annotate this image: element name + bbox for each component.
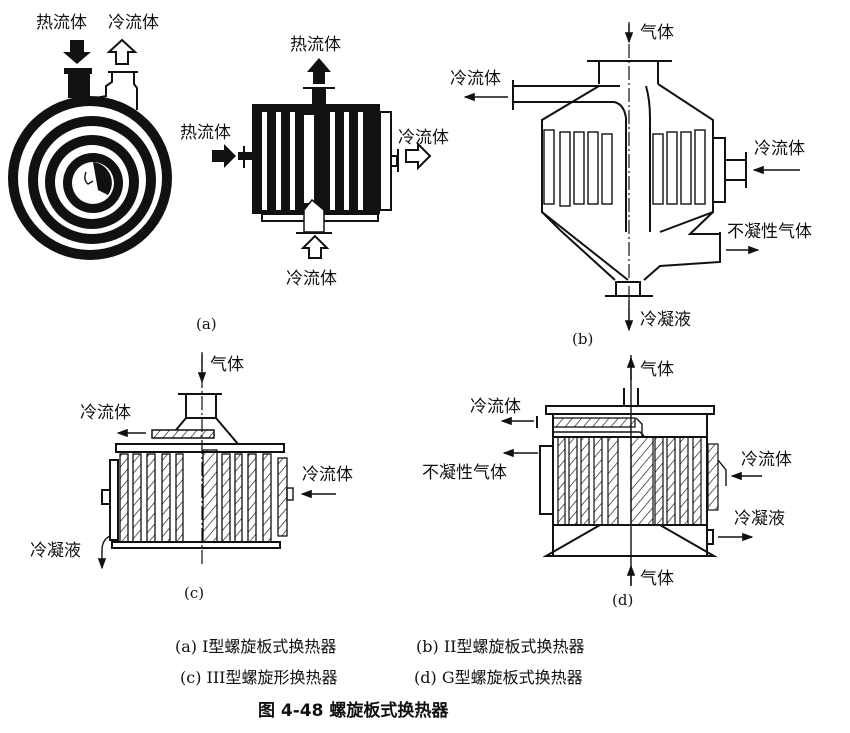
plates (557, 436, 702, 526)
label-gas-out: 气体 (640, 360, 674, 380)
label-hot-fluid-out: 热流体 (290, 35, 341, 55)
plates (119, 449, 272, 543)
label-cold-fluid-in: 冷流体 (286, 269, 337, 289)
label-cold-fluid-out: 冷流体 (80, 403, 131, 423)
label-hot-fluid-in: 热流体 (180, 123, 231, 143)
panel-b-label: (b) (572, 330, 593, 348)
label-cold-fluid-out: 冷流体 (470, 397, 521, 417)
label-cold-fluid-in: 冷流体 (741, 450, 792, 470)
label-cold-fluid-in: 冷流体 (754, 139, 805, 159)
panel-a-label: (a) (196, 315, 217, 333)
label-cold-fluid-in: 冷流体 (302, 465, 353, 485)
caption-c: (c) III型螺旋形换热器 (180, 668, 338, 687)
panel-d-label: (d) (612, 591, 633, 609)
label-condensate: 冷凝液 (640, 310, 691, 330)
caption-b: (b) II型螺旋板式换热器 (416, 637, 584, 656)
label-hot-fluid-in: 热流体 (36, 13, 87, 33)
hot-inlet-arrow-icon (212, 144, 236, 168)
caption-a: (a) I型螺旋板式换热器 (175, 637, 336, 656)
label-noncondensable-gas: 不凝性气体 (422, 463, 507, 483)
panel-a: 热流体 冷流体 热流体 (8, 13, 449, 333)
label-condensate: 冷凝液 (734, 509, 785, 529)
panel-c: 气体 冷流体 冷流体 冷凝液 (c) (30, 352, 353, 602)
hot-inlet-arrow-icon (63, 40, 91, 64)
cold-outlet-arrow-icon (106, 38, 138, 65)
label-noncondensable-gas: 不凝性气体 (727, 222, 812, 242)
plates-left (543, 129, 706, 207)
panel-c-label: (c) (184, 584, 204, 602)
hot-outlet-arrow-icon (307, 58, 331, 84)
panel-b: 气体 冷流体 (450, 22, 812, 348)
caption-block: (a) I型螺旋板式换热器 (b) II型螺旋板式换热器 (c) III型螺旋形… (175, 637, 584, 721)
label-gas-in: 气体 (640, 23, 674, 43)
label-gas-in: 气体 (210, 355, 244, 375)
label-gas-in: 气体 (640, 569, 674, 589)
label-cold-fluid-out: 冷流体 (108, 13, 159, 33)
label-cold-fluid-out: 冷流体 (450, 69, 501, 89)
spiral-block-section (212, 58, 432, 259)
cold-outlet-arrow-icon (405, 141, 432, 171)
spiral-body (8, 38, 172, 260)
cold-inlet-arrow-icon (300, 234, 330, 259)
figure-title: 图 4-48 螺旋板式换热器 (258, 700, 449, 721)
label-cold-fluid-out: 冷流体 (398, 128, 449, 148)
label-condensate: 冷凝液 (30, 541, 81, 561)
panel-d: 气体 冷流体 冷流体 不凝性气体 (422, 355, 792, 609)
caption-d: (d) G型螺旋板式换热器 (414, 668, 583, 687)
